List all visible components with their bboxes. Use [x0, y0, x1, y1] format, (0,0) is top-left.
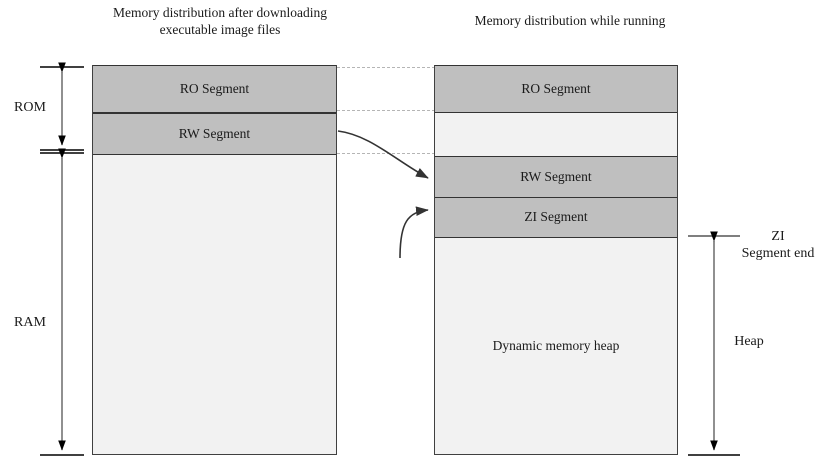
guide-line-ro-bottom — [337, 110, 435, 111]
zi-create-arrow — [399, 206, 429, 259]
rw-copy-arrow — [337, 130, 429, 179]
left-column-title: Memory distribution after downloading ex… — [112, 5, 328, 37]
right-segment-zi: ZI Segment — [435, 197, 677, 238]
ram-bracket — [40, 148, 84, 456]
right-column-title: Memory distribution while running — [474, 13, 666, 28]
left-segment-ro: RO Segment — [93, 64, 336, 113]
right-segment-heap: Dynamic memory heap — [435, 237, 677, 454]
bracket-label-ram: RAM — [14, 315, 46, 330]
bracket-label-zi-segment-end: ZI Segment end — [741, 229, 815, 261]
right-segment-gap — [435, 112, 677, 156]
bracket-label-heap: Heap — [734, 334, 764, 349]
left-memory-column: RO Segment RW Segment — [92, 64, 337, 455]
left-segment-free — [93, 154, 336, 454]
left-segment-rw: RW Segment — [93, 112, 336, 155]
right-segment-rw: RW Segment — [435, 155, 677, 198]
right-memory-column: RO Segment RW Segment ZI Segment Dynamic… — [434, 64, 678, 455]
guide-line-rw-bottom — [337, 153, 435, 154]
guide-line-ro-top — [337, 67, 435, 68]
bracket-label-rom: ROM — [14, 100, 46, 115]
right-segment-ro: RO Segment — [435, 64, 677, 113]
